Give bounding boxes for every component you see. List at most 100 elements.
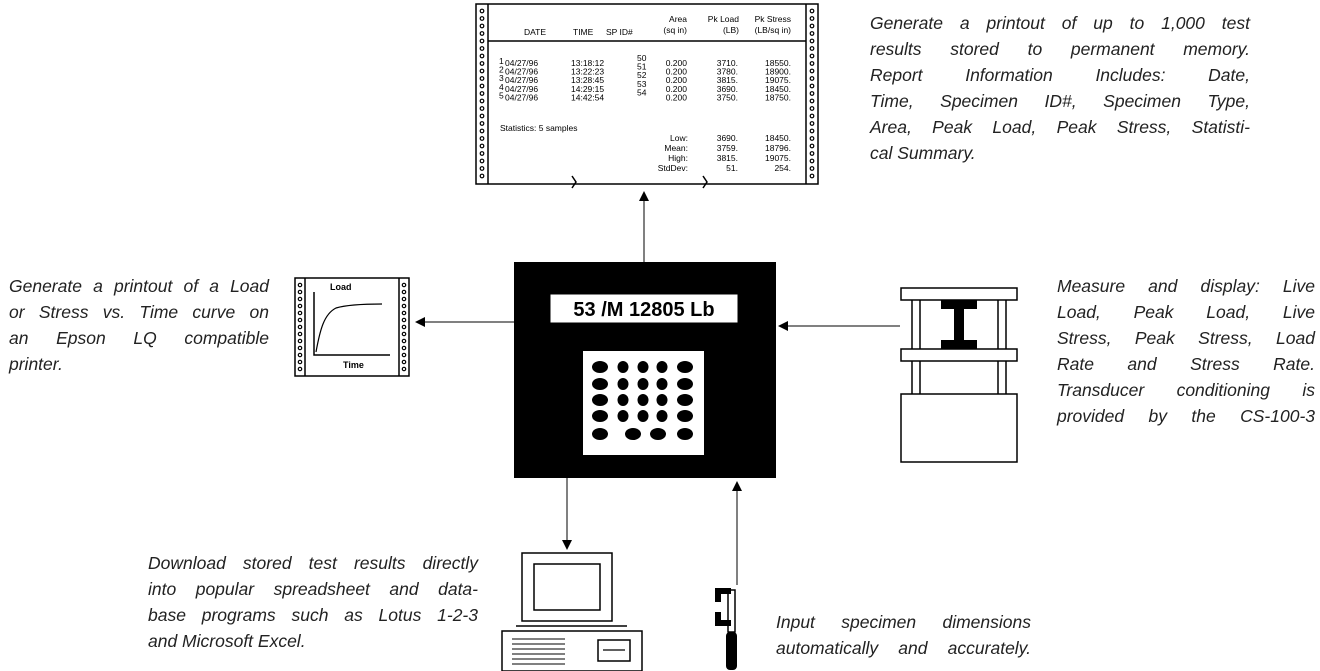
desc-line: or Stress vs. Time curve on — [9, 302, 269, 322]
keypad-key — [617, 394, 629, 406]
desc-line: provided by the CS-100-3 — [1057, 406, 1315, 426]
caliper-jaw-lower — [715, 612, 731, 626]
sprocket-hole — [479, 68, 485, 74]
sprocket-hole — [401, 366, 407, 372]
report-printout: DATE TIME SP ID# Area (sq in) Pk Load (L… — [475, 3, 819, 189]
keypad-key — [656, 378, 668, 390]
stats-row: High:3815.19075. — [668, 153, 791, 163]
row-pkstress: 18900. — [765, 67, 791, 77]
computer — [501, 552, 643, 671]
desc-line: automatically and accurately. — [776, 638, 1031, 658]
desc-line: into popular spreadsheet and data- — [148, 579, 478, 599]
sprocket-hole — [297, 310, 303, 316]
col-pkload-unit: (LB) — [723, 25, 739, 35]
sprocket-hole — [479, 98, 485, 104]
sprocket-hole — [809, 8, 815, 14]
sprocket-hole — [297, 289, 303, 295]
curve-axes — [313, 292, 390, 356]
keypad-key — [625, 428, 641, 440]
sprocket-hole — [401, 282, 407, 288]
curve-y-label: Load — [330, 282, 352, 292]
sprocket-hole — [401, 331, 407, 337]
sprocket-hole — [479, 83, 485, 89]
keypad-key — [592, 361, 608, 373]
row-spid: 52 — [637, 70, 647, 80]
sprocket-hole — [479, 53, 485, 59]
sprocket-hole — [297, 345, 303, 351]
desc-line: Area, Peak Load, Peak Stress, Statisti- — [870, 117, 1250, 137]
row-spid: 51 — [637, 62, 647, 72]
keypad-key — [637, 394, 649, 406]
row-pkstress: 19075. — [765, 75, 791, 85]
desc-line: Generate a printout of up to 1,000 test — [870, 13, 1250, 33]
sprocket-hole — [809, 151, 815, 156]
row-pkload: 3815. — [717, 75, 738, 85]
row-date: 04/27/96 — [505, 92, 538, 102]
sprocket-holes — [297, 282, 407, 372]
row-index: 2 — [499, 65, 504, 75]
desc-line: Time, Specimen ID#, Specimen Type, — [870, 91, 1250, 111]
row-area: 0.200 — [666, 84, 688, 94]
measure-description: Measure and display: Live Load, Peak Loa… — [1057, 273, 1315, 429]
row-time: 13:22:23 — [571, 67, 604, 77]
stats-label: Low: — [670, 133, 688, 143]
row-spid: 54 — [637, 87, 647, 97]
input-description: Input specimen dimensions automatically … — [776, 609, 1031, 661]
col-pkload-header: Pk Load — [708, 14, 739, 24]
lcd-display — [549, 293, 739, 324]
stats-pkstress: 19075. — [765, 153, 791, 163]
sprocket-hole — [401, 296, 407, 302]
col-time-header: TIME — [573, 27, 594, 37]
keypad-key — [637, 378, 649, 390]
sprocket-hole — [479, 128, 485, 134]
row-spid: 50 — [637, 53, 647, 63]
row-pkload: 3710. — [717, 58, 738, 68]
download-description: Download stored test results directly in… — [148, 550, 478, 654]
tear-mark — [702, 175, 708, 189]
report-stats: Low:3690.18450.Mean:3759.18796.High:3815… — [658, 133, 791, 173]
col-date-header: DATE — [524, 27, 546, 37]
row-area: 0.200 — [666, 67, 688, 77]
row-pkstress: 18750. — [765, 92, 791, 102]
row-date: 04/27/96 — [505, 58, 538, 68]
load-curve — [315, 303, 383, 353]
sprocket-hole — [479, 121, 485, 126]
sprocket-hole — [297, 366, 303, 372]
indicator-unit: 53 /M 12805 Lb — [514, 262, 776, 478]
keypad-key — [677, 378, 693, 390]
sprocket-hole — [401, 317, 407, 323]
stats-label: High: — [668, 153, 688, 163]
sprocket-hole — [401, 310, 407, 316]
keypad — [592, 361, 693, 440]
desc-line: Rate and Stress Rate. — [1057, 354, 1315, 374]
row-date: 04/27/96 — [505, 75, 538, 85]
row-time: 13:28:45 — [571, 75, 604, 85]
sprocket-hole — [479, 151, 485, 156]
desc-line: Measure and display: Live — [1057, 276, 1315, 296]
sprocket-hole — [297, 296, 303, 302]
sprocket-hole — [479, 91, 485, 96]
sprocket-hole — [479, 143, 485, 149]
sprocket-hole — [297, 338, 303, 344]
desc-line: base programs such as Lotus 1-2-3 — [148, 605, 478, 625]
desc-line: Generate a printout of a Load — [9, 276, 269, 296]
sprocket-hole — [297, 359, 303, 365]
curve-x-label: Time — [343, 360, 364, 370]
keypad-key — [617, 410, 629, 422]
sprocket-hole — [479, 23, 485, 29]
stats-label: Mean: — [664, 143, 688, 153]
keypad-key — [617, 361, 629, 373]
keypad-key — [592, 394, 608, 406]
row-index: 3 — [499, 73, 504, 83]
caliper — [715, 588, 737, 670]
stats-pkload: 51. — [726, 163, 738, 173]
keypad-key — [592, 378, 608, 390]
sprocket-hole — [297, 331, 303, 337]
desc-line: Report Information Includes: Date, — [870, 65, 1250, 85]
sprocket-hole — [297, 317, 303, 323]
sprocket-hole — [401, 345, 407, 351]
keypad-key — [677, 394, 693, 406]
row-index: 4 — [499, 82, 504, 92]
